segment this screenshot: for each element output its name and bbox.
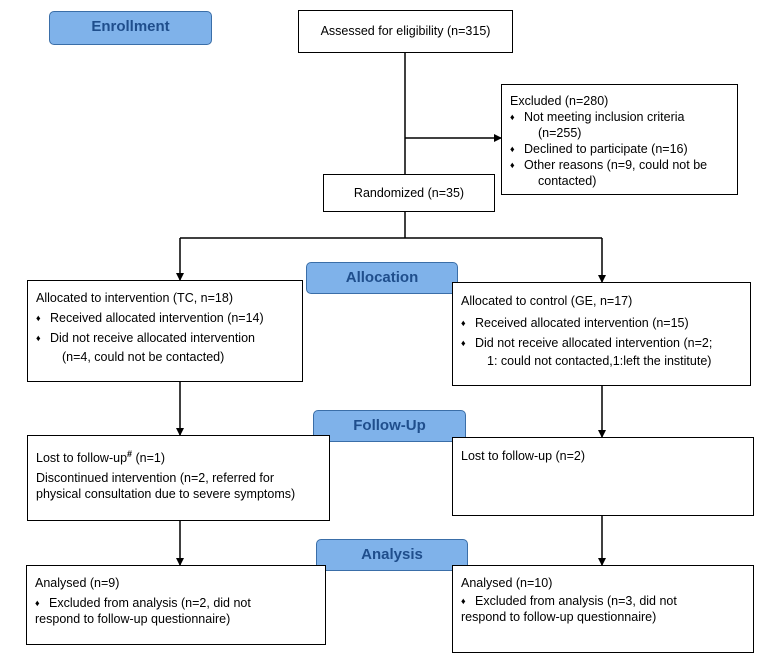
followup-intervention-discontinued: Discontinued intervention (n=2, referred… xyxy=(36,471,274,486)
lost-count: (n=1) xyxy=(132,451,166,466)
analysis-intervention-excluded: Excluded from analysis (n=2, did not xyxy=(35,595,317,611)
randomized-box: Randomized (n=35) xyxy=(323,174,495,212)
analysis-control-box: Analysed (n=10) Excluded from analysis (… xyxy=(452,565,754,653)
analysis-control-excluded: Excluded from analysis (n=3, did not xyxy=(461,593,745,609)
followup-intervention-discontinued-cont: physical consultation due to severe symp… xyxy=(36,487,296,502)
excluded-item: Other reasons (n=9, could not be xyxy=(510,157,729,173)
followup-intervention-box: Lost to follow-up# (n=1) Discontinued in… xyxy=(27,435,330,521)
allocation-intervention-box: Allocated to intervention (TC, n=18) Rec… xyxy=(27,280,303,382)
analysis-control-analysed: Analysed (n=10) xyxy=(461,576,553,590)
allocation-intervention-detail: (n=4, could not be contacted) xyxy=(62,350,225,364)
followup-control-box: Lost to follow-up (n=2) xyxy=(452,437,754,516)
followup-control-lost: Lost to follow-up (n=2) xyxy=(461,449,586,463)
lost-label: Lost to follow-up xyxy=(36,451,128,466)
assessed-text: Assessed for eligibility (n=315) xyxy=(320,24,491,38)
allocation-control-title: Allocated to control (GE, n=17) xyxy=(461,294,633,308)
excluded-item: Declined to participate (n=16) xyxy=(510,141,729,157)
analysis-intervention-box: Analysed (n=9) Excluded from analysis (n… xyxy=(26,565,326,645)
randomized-text: Randomized (n=35) xyxy=(353,186,465,200)
analysis-intervention-excluded-cont: respond to follow-up questionnaire) xyxy=(35,612,231,626)
excluded-item-continuation: (n=255) xyxy=(538,126,582,140)
stage-enrollment: Enrollment xyxy=(49,11,212,45)
stage-analysis: Analysis xyxy=(316,539,468,571)
stage-allocation: Allocation xyxy=(306,262,458,294)
assessed-box: Assessed for eligibility (n=315) xyxy=(298,10,513,53)
allocation-intervention-title: Allocated to intervention (TC, n=18) xyxy=(36,291,233,305)
allocation-control-received: Received allocated intervention (n=15) xyxy=(461,315,742,331)
allocation-control-not-received: Did not receive allocated intervention (… xyxy=(461,335,742,351)
lost-mark: # xyxy=(127,449,133,459)
excluded-item-continuation: contacted) xyxy=(538,174,597,188)
allocation-control-detail: 1: could not contacted,1:left the instit… xyxy=(487,354,712,368)
analysis-intervention-analysed: Analysed (n=9) xyxy=(35,576,120,590)
stage-follow-up: Follow-Up xyxy=(313,410,466,442)
excluded-title: Excluded (n=280) xyxy=(510,94,609,108)
allocation-intervention-not-received: Did not receive allocated intervention xyxy=(36,330,294,346)
excluded-item: Not meeting inclusion criteria xyxy=(510,109,729,125)
allocation-intervention-received: Received allocated intervention (n=14) xyxy=(36,310,294,326)
excluded-box: Excluded (n=280) Not meeting inclusion c… xyxy=(501,84,738,195)
analysis-control-excluded-cont: respond to follow-up questionnaire) xyxy=(461,610,657,624)
followup-intervention-lost: Lost to follow-up# (n=1) xyxy=(36,446,321,466)
allocation-control-box: Allocated to control (GE, n=17) Received… xyxy=(452,282,751,386)
